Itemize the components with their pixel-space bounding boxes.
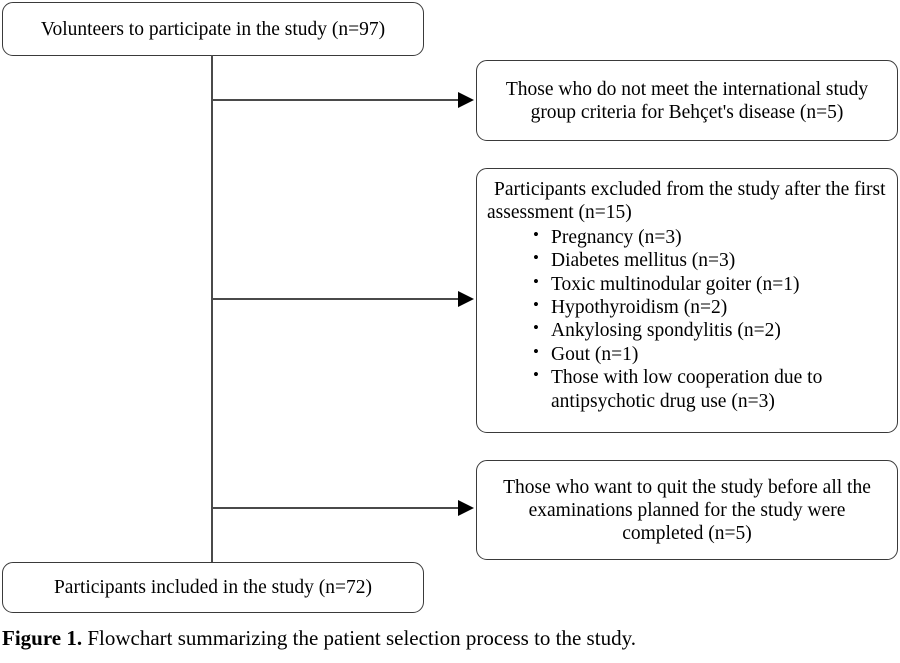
- node-included: Participants included in the study (n=72…: [2, 562, 424, 613]
- figure-caption-text: Flowchart summarizing the patient select…: [87, 626, 636, 650]
- node-exclusion-criteria: Those who do not meet the international …: [476, 60, 898, 141]
- node-exclusion-criteria-label: Those who do not meet the international …: [505, 78, 869, 123]
- list-item: Ankylosing spondylitis (n=2): [533, 318, 887, 342]
- node-exclusion-first-assessment-heading: Participants excluded from the study aft…: [487, 179, 886, 224]
- arrow-head-icon-criteria: [458, 92, 474, 108]
- figure-caption-label: Figure 1.: [2, 626, 83, 650]
- list-item: Diabetes mellitus (n=3): [533, 248, 887, 272]
- node-enrollment-label: Volunteers to participate in the study (…: [40, 18, 386, 40]
- connector-branch-criteria: [212, 99, 460, 101]
- arrow-head-icon-quit: [458, 500, 474, 516]
- arrow-head-icon-first-assessment: [458, 291, 474, 307]
- connector-branch-quit: [212, 507, 460, 509]
- node-included-label: Participants included in the study (n=72…: [53, 577, 373, 598]
- exclusion-reason-list: Pregnancy (n=3) Diabetes mellitus (n=3) …: [487, 225, 887, 413]
- list-item: Pregnancy (n=3): [533, 225, 887, 249]
- list-item: Gout (n=1): [533, 342, 887, 366]
- connector-branch-first-assessment: [212, 298, 460, 300]
- node-exclusion-quit-label: Those who want to quit the study before …: [503, 476, 871, 544]
- list-item: Hypothyroidism (n=2): [533, 295, 887, 319]
- list-item: Toxic multinodular goiter (n=1): [533, 272, 887, 296]
- node-exclusion-quit: Those who want to quit the study before …: [476, 460, 898, 560]
- list-item: Those with low cooperation due to antips…: [533, 365, 887, 413]
- figure-caption: Figure 1. Flowchart summarizing the pati…: [2, 626, 898, 651]
- node-enrollment: Volunteers to participate in the study (…: [2, 2, 424, 56]
- node-exclusion-first-assessment: Participants excluded from the study aft…: [476, 168, 898, 433]
- connector-trunk-line: [211, 55, 213, 563]
